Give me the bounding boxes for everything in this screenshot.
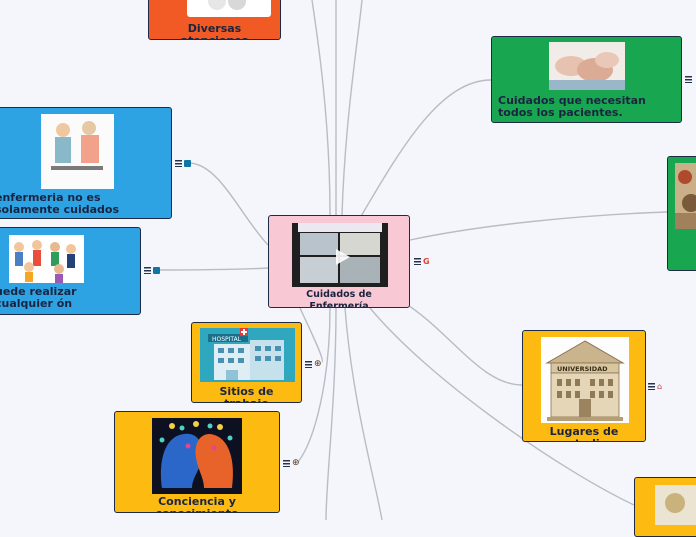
node-tool-icons xyxy=(685,76,692,83)
link-conciencia xyxy=(297,307,331,463)
center-tool-icons: G xyxy=(414,257,430,266)
link-bottom-right xyxy=(369,307,635,506)
node-tool-icons xyxy=(175,160,191,167)
notes-icon[interactable] xyxy=(175,160,182,167)
node-image xyxy=(549,42,625,90)
notes-icon[interactable] xyxy=(685,76,692,83)
node-image xyxy=(41,114,114,189)
link-cuidados-pacientes xyxy=(359,79,492,219)
hospital-sign: HOSPITAL xyxy=(212,336,242,343)
universidad-sign: UNIVERSIDAD xyxy=(557,365,608,373)
google-icon[interactable]: G xyxy=(423,257,430,266)
link-no-solamente xyxy=(189,162,269,246)
linkedin-icon[interactable] xyxy=(184,160,191,167)
link-bottom-1 xyxy=(325,307,337,520)
linkedin-icon[interactable] xyxy=(153,267,160,274)
node-image xyxy=(187,0,271,17)
node-label: Sitios de trabajo xyxy=(219,385,274,403)
node-sitios-trabajo[interactable]: HOSPITAL Sitios de trabajo xyxy=(191,322,302,403)
link-right-green xyxy=(409,211,668,241)
mindmap-connectors xyxy=(159,0,668,520)
node-label: enfermeria no es solamente cuidados xyxy=(0,191,119,216)
node-image xyxy=(675,163,696,229)
center-image xyxy=(292,223,388,287)
node-conciencia-conocimiento[interactable]: Conciencia y conocimiento xyxy=(114,411,280,513)
node-lugares-estudio[interactable]: UNIVERSIDAD Lugares de estudio xyxy=(522,330,646,442)
node-realizar-cualquier[interactable]: uede realizar cualquier ón xyxy=(0,227,141,315)
node-image: HOSPITAL xyxy=(200,328,295,382)
notes-icon[interactable] xyxy=(414,258,421,265)
node-label: Diversas atenciones xyxy=(181,22,249,40)
paint-icon[interactable]: ⌂ xyxy=(657,382,663,391)
node-diversas-atenciones[interactable]: Diversas atenciones xyxy=(148,0,281,40)
link-top-1 xyxy=(311,0,331,216)
node-label: Lugares de estudio xyxy=(549,425,619,442)
node-label: uede realizar cualquier ón xyxy=(0,285,77,310)
notes-icon[interactable] xyxy=(305,360,312,368)
notes-icon[interactable] xyxy=(144,267,151,274)
globe-icon[interactable]: ⊕ xyxy=(314,359,322,369)
node-cuidados-pacientes[interactable]: Cuidados que necesitan todos los pacient… xyxy=(491,36,682,123)
globe-icon[interactable]: ⊕ xyxy=(292,458,300,468)
node-label: Conciencia y conocimiento xyxy=(155,495,238,513)
link-cualquier xyxy=(159,267,269,271)
node-image xyxy=(152,418,242,494)
node-image xyxy=(9,235,84,283)
node-label: Cuidados que necesitan todos los pacient… xyxy=(498,94,646,119)
link-lugares xyxy=(399,299,523,386)
link-sitios xyxy=(299,307,324,363)
node-image: UNIVERSIDAD xyxy=(541,337,629,423)
node-image xyxy=(655,485,696,525)
notes-icon[interactable] xyxy=(648,383,655,390)
center-node[interactable]: Cuidados de Enfermería xyxy=(268,215,410,308)
node-tool-icons: ⌂ xyxy=(648,382,662,391)
node-tool-icons xyxy=(144,267,160,274)
node-right-green[interactable] xyxy=(667,156,696,271)
node-tool-icons: ⊕ xyxy=(305,359,322,369)
center-label: Cuidados de Enfermería xyxy=(306,289,372,308)
link-bottom-2 xyxy=(344,307,383,520)
notes-icon[interactable] xyxy=(283,459,290,467)
node-bottom-right-yellow[interactable] xyxy=(634,477,696,537)
link-top-3 xyxy=(341,0,363,216)
node-tool-icons: ⊕ xyxy=(283,458,300,468)
node-no-solamente-cuidados[interactable]: enfermeria no es solamente cuidados xyxy=(0,107,172,219)
